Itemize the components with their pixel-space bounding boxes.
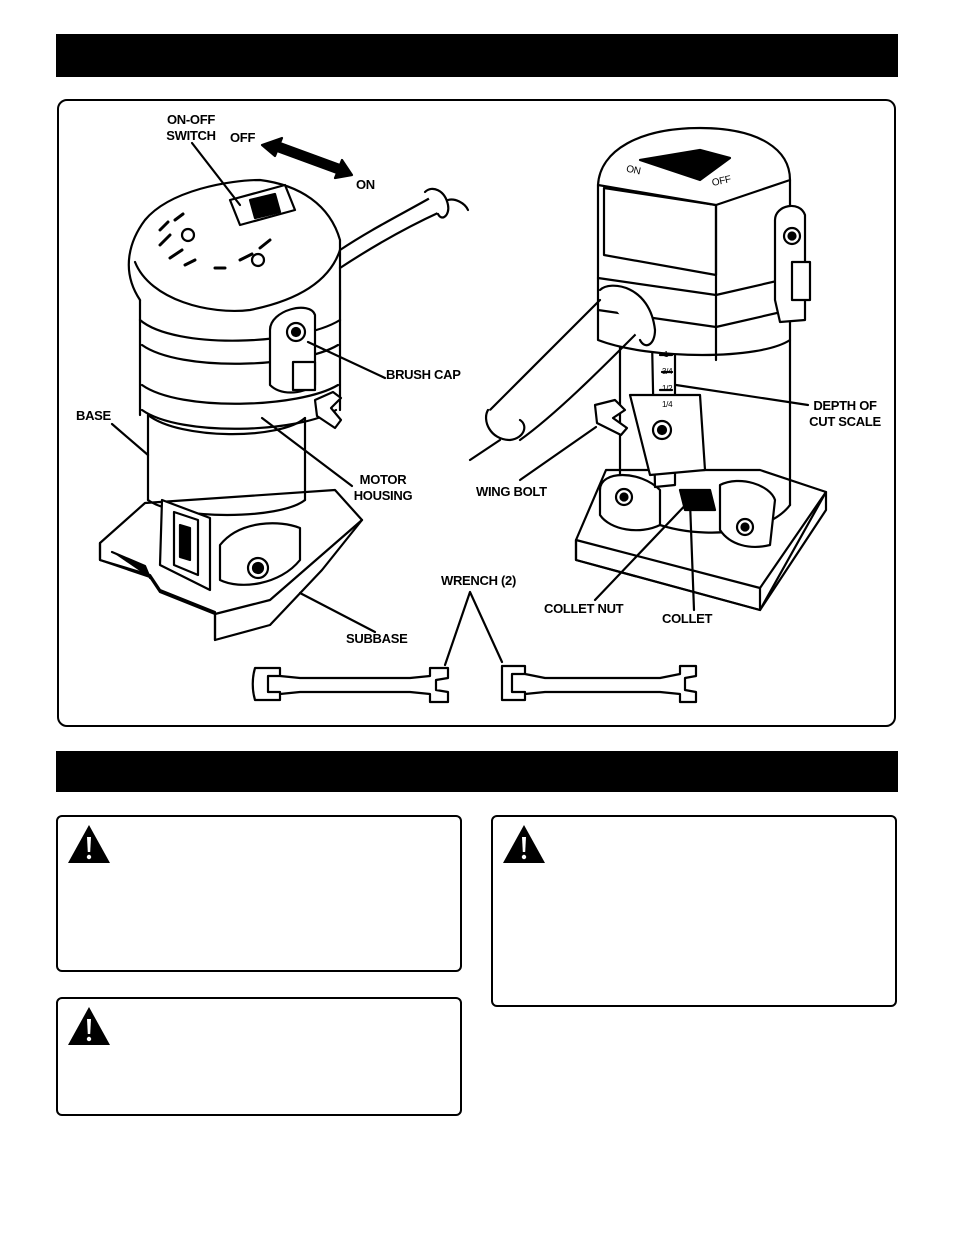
label-wing-bolt: WING BOLT [476, 484, 547, 499]
scale-mark-1: 1 [664, 350, 669, 359]
label-collet: COLLET [662, 611, 713, 626]
label-base: BASE [76, 408, 111, 423]
label-depth-of-cut-scale: DEPTH OF CUT SCALE [809, 398, 881, 429]
label-wrench: WRENCH (2) [441, 573, 516, 588]
label-on: ON [356, 177, 375, 192]
label-off: OFF [230, 130, 256, 145]
warning-triangle-icon [68, 825, 110, 863]
left-router [98, 136, 470, 642]
label-brush-cap: BRUSH CAP [386, 367, 461, 382]
section-header-bar-middle [56, 751, 898, 792]
wrenches [251, 590, 698, 704]
right-router [468, 126, 828, 612]
scale-mark-1-2: 1/2 [662, 384, 673, 393]
scale-mark-3-4: 3/4 [662, 367, 673, 376]
warning-triangle-icon [68, 1007, 110, 1045]
label-on-off-switch: ON-OFF SWITCH [166, 112, 216, 143]
scale-mark-1-4: 1/4 [662, 400, 673, 409]
figure-frame [57, 99, 896, 727]
label-motor-housing: MOTOR HOUSING [353, 472, 413, 503]
section-header-bar-top [56, 34, 898, 77]
label-collet-nut: COLLET NUT [544, 601, 624, 616]
label-subbase: SUBBASE [346, 631, 408, 646]
warning-triangle-icon [503, 825, 545, 863]
warning-box-2 [56, 997, 462, 1116]
warning-box-3 [491, 815, 897, 1007]
warning-box-1 [56, 815, 462, 972]
